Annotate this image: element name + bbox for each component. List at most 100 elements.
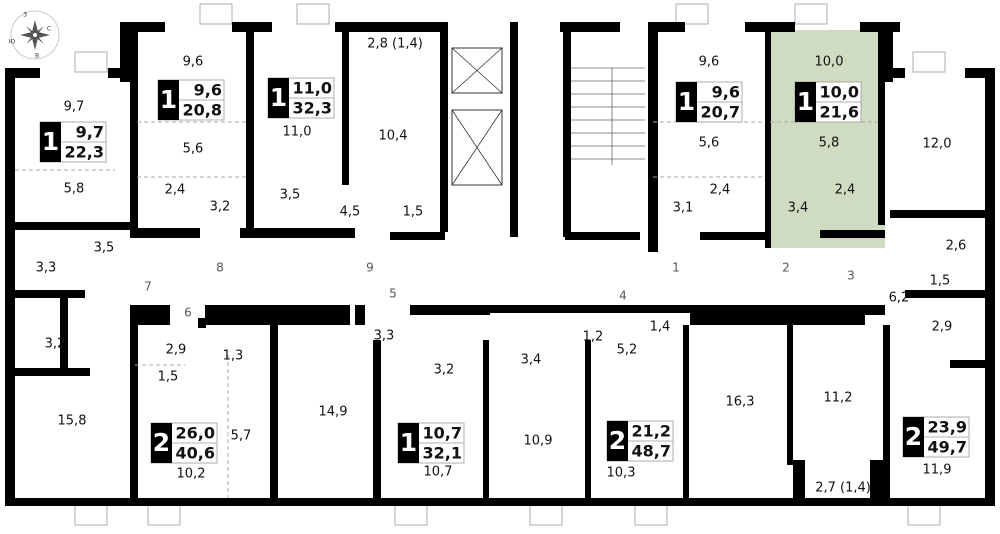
total-area: 40,6 bbox=[176, 444, 215, 463]
wall bbox=[355, 305, 365, 325]
room-count: 1 bbox=[797, 87, 814, 116]
wall bbox=[870, 460, 890, 500]
total-area: 32,3 bbox=[293, 99, 332, 118]
total-area: 49,7 bbox=[928, 438, 967, 457]
wall bbox=[335, 22, 445, 32]
apartment-door-number: 1 bbox=[672, 261, 680, 275]
room-area-label: 2,7 (1,4) bbox=[815, 481, 871, 496]
room-area-label: 1,2 bbox=[583, 330, 604, 345]
wall bbox=[765, 30, 771, 248]
room-area-label: 2,8 (1,4) bbox=[367, 37, 423, 52]
room-count-box bbox=[40, 122, 61, 162]
room-area-label: 3,2 bbox=[45, 337, 66, 352]
wall bbox=[700, 232, 770, 240]
wall bbox=[690, 305, 865, 325]
room-area-label: 2,4 bbox=[710, 183, 731, 198]
wall bbox=[787, 325, 793, 465]
wall bbox=[60, 290, 68, 370]
elevator-cross bbox=[451, 109, 503, 186]
room-area-label: 16,3 bbox=[726, 395, 755, 410]
window-balcony bbox=[912, 51, 946, 73]
apartment-door-number: 5 bbox=[389, 287, 397, 301]
window-balcony bbox=[529, 504, 563, 526]
wall bbox=[198, 318, 206, 328]
window-balcony bbox=[794, 3, 828, 25]
room-count: 2 bbox=[905, 422, 922, 451]
fixtures bbox=[15, 47, 878, 498]
total-area: 20,7 bbox=[701, 103, 740, 122]
room-area-label: 10,0 bbox=[815, 55, 844, 70]
living-area: 10,0 bbox=[820, 83, 859, 102]
room-area-label: 1,5 bbox=[930, 274, 951, 289]
apartment-door-number: 2 bbox=[782, 261, 790, 275]
wall bbox=[373, 340, 381, 500]
living-area: 26,0 bbox=[176, 424, 215, 443]
wall bbox=[5, 498, 995, 506]
wall bbox=[205, 305, 350, 325]
apartment-door-number: 4 bbox=[619, 289, 627, 303]
wall bbox=[240, 228, 355, 238]
room-area-label: 3,5 bbox=[280, 188, 301, 203]
compass-label-north: З bbox=[23, 12, 27, 19]
room-count-box bbox=[903, 417, 924, 457]
compass-label-east: С bbox=[47, 26, 51, 33]
wall bbox=[950, 360, 990, 368]
room-area-label: 11,9 bbox=[923, 463, 952, 478]
compass-label-south: В bbox=[35, 53, 39, 60]
room-count-box bbox=[398, 423, 419, 463]
living-area: 11,0 bbox=[293, 79, 332, 98]
room-count: 1 bbox=[42, 127, 59, 156]
wall bbox=[560, 22, 620, 32]
room-area-label: 14,9 bbox=[319, 405, 348, 420]
wall bbox=[510, 22, 518, 237]
room-area-label: 15,8 bbox=[58, 414, 87, 429]
room-area-label: 5,2 bbox=[617, 343, 638, 358]
room-area-label: 3,3 bbox=[36, 261, 57, 276]
room-area-label: 1,3 bbox=[223, 349, 244, 364]
room-area-label: 2,6 bbox=[946, 239, 967, 254]
room-area-label: 9,6 bbox=[699, 55, 720, 70]
room-area-label: 4,5 bbox=[340, 205, 361, 220]
apartment-door-number: 3 bbox=[847, 269, 855, 283]
wall bbox=[965, 68, 995, 78]
room-area-label: 2,9 bbox=[166, 343, 187, 358]
wall bbox=[860, 22, 900, 32]
wall bbox=[390, 232, 445, 240]
room-count: 1 bbox=[400, 428, 417, 457]
room-area-label: 3,2 bbox=[434, 363, 455, 378]
room-area-label: 3,4 bbox=[788, 201, 809, 216]
wall bbox=[342, 25, 349, 185]
room-area-label: 10,3 bbox=[607, 466, 636, 481]
window-balcony bbox=[634, 504, 668, 526]
room-area-label: 2,9 bbox=[932, 320, 953, 335]
wall bbox=[246, 25, 254, 235]
room-area-label: 3,3 bbox=[374, 329, 395, 344]
wall bbox=[890, 210, 990, 218]
wall bbox=[793, 460, 805, 500]
apartment-door-number: 6 bbox=[184, 306, 192, 320]
wall bbox=[15, 290, 85, 298]
room-area-label: 5,6 bbox=[183, 142, 204, 157]
living-area: 9,7 bbox=[76, 123, 104, 142]
room-area-label: 5,8 bbox=[64, 182, 85, 197]
room-count-box bbox=[795, 82, 816, 122]
room-count-box bbox=[158, 80, 179, 120]
compass-label-west: Ю bbox=[9, 39, 16, 46]
room-area-label: 1,5 bbox=[403, 205, 424, 220]
room-count-box bbox=[676, 82, 697, 122]
wall bbox=[860, 305, 885, 315]
wall bbox=[648, 22, 658, 252]
window-balcony bbox=[394, 504, 428, 526]
